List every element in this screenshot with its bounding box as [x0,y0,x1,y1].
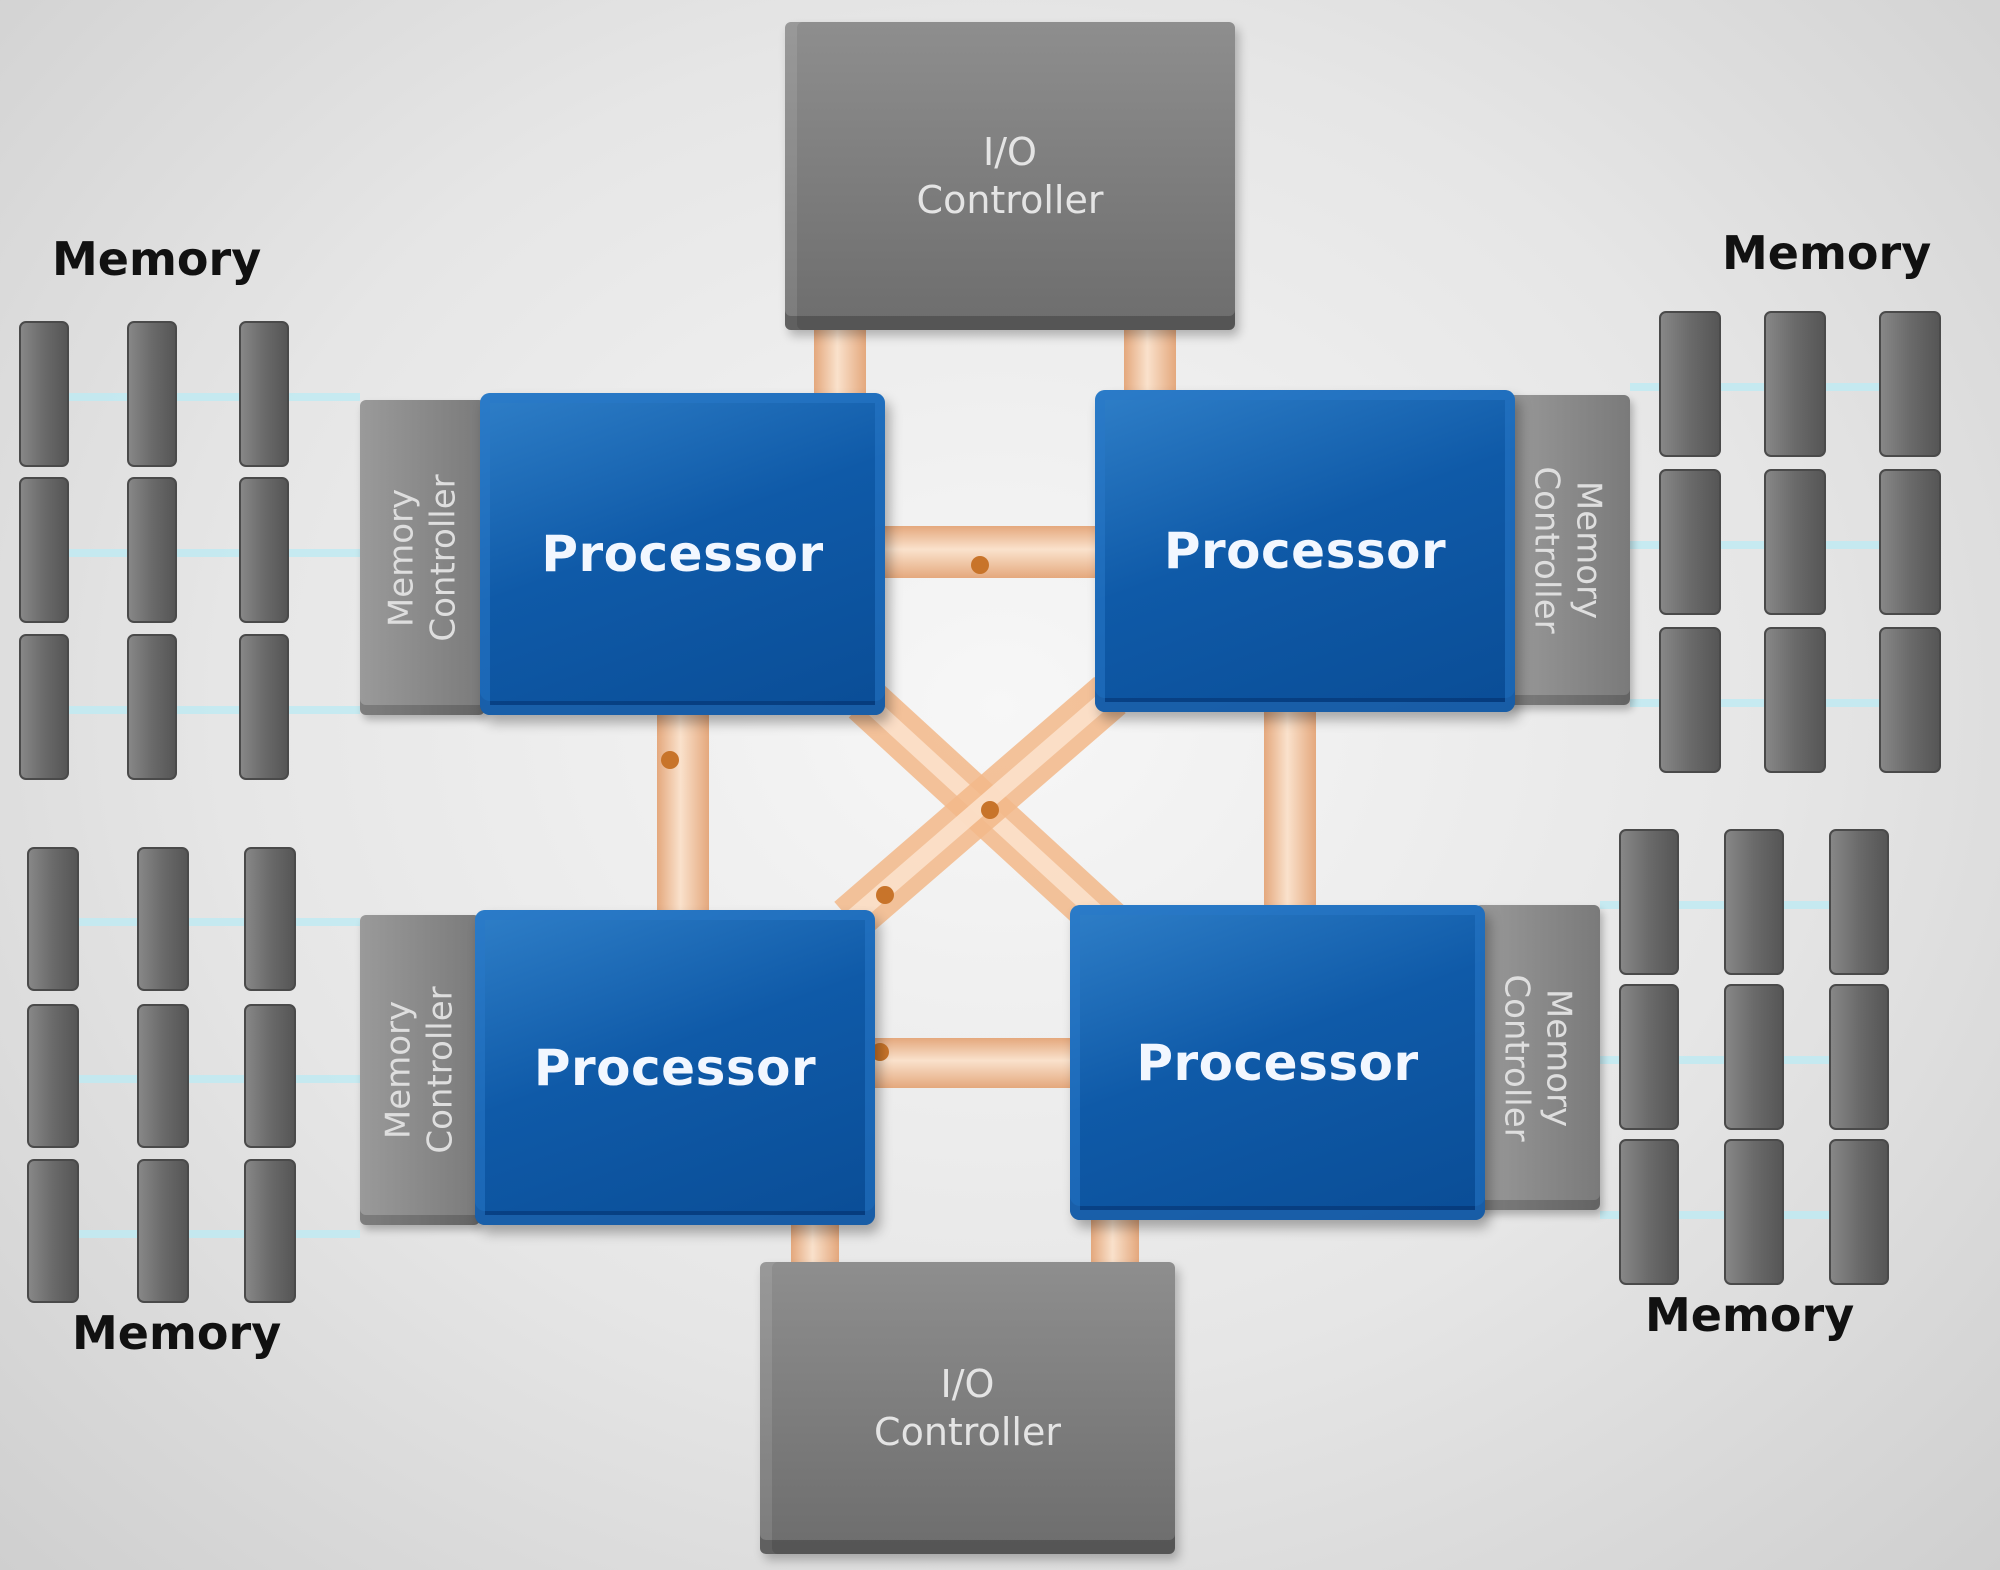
memory-controller-bottom-left-label: Memory Controller [379,986,461,1154]
dimm-module [1829,984,1889,1130]
memory-label-bottom-left: Memory [72,1306,282,1360]
memory-bank-bottom-left [27,847,360,1303]
io-controller-bottom-label-line1: I/O [940,1362,995,1406]
dimm-module [244,1159,296,1303]
io-controller-top-label-line2: Controller [916,178,1104,222]
processor-top-left-label: Processor [541,525,824,583]
pipe-proc-tr-to-br [1264,710,1316,910]
memory-controller-top-left: Memory Controller [360,400,485,715]
dimm-module [1764,311,1826,457]
pipe-io-top-to-proc-tl [814,325,866,400]
dimm-module [1829,1139,1889,1285]
memory-bus-link [28,1230,360,1238]
memory-bus-link [20,549,360,557]
dimm-module [27,1004,79,1148]
pipe-io-top-to-proc-tr [1124,325,1176,395]
packet-dot [981,801,999,819]
io-controller-top-label-line1: I/O [983,130,1037,174]
io-controller-top: I/O Controller [785,22,1235,330]
memory-bank-bottom-right [1600,829,1889,1285]
dimm-module [239,321,289,467]
dimm-module [1879,469,1941,615]
dimm-module [137,1159,189,1303]
dimm-module [1724,829,1784,975]
memory-modules [19,311,1941,1303]
dimm-module [1659,469,1721,615]
memory-bus-link [20,393,360,401]
dimm-module [1829,829,1889,975]
dimm-module [1619,829,1679,975]
dimm-module [1659,627,1721,773]
packet-dot [661,751,679,769]
memory-bank-top-left [19,321,360,780]
processor-bottom-right-label: Processor [1136,1033,1419,1092]
processor-top-right-label: Processor [1163,522,1447,580]
interconnect-pipes [657,325,1316,1270]
memory-bank-top-right [1630,311,1941,773]
pipe-proc-bl-to-br [870,1038,1075,1088]
pipe-io-bottom-to-proc-bl [791,1220,839,1270]
dimm-module [19,321,69,467]
pipe-io-bottom-to-proc-br [1091,1215,1139,1270]
dimm-module [27,1159,79,1303]
memory-controller-bottom-right: Memory Controller [1475,905,1600,1210]
dimm-module [1619,984,1679,1130]
dimm-module [19,634,69,780]
packet-dot [971,556,989,574]
dimm-module [1764,469,1826,615]
processor-bottom-left: Processor [475,910,875,1225]
memory-controller-bottom-right-label: Memory Controller [1496,973,1579,1142]
packet-dot [876,886,894,904]
dimm-module [239,477,289,623]
processor-top-left: Processor [480,393,885,715]
dimm-module [1724,984,1784,1130]
pipe-proc-tl-to-tr [880,526,1100,578]
dimm-module [27,847,79,991]
packet-dot [871,1043,889,1061]
dimm-module [1619,1139,1679,1285]
dimm-module [244,847,296,991]
dimm-module [127,321,177,467]
dimm-module [1724,1139,1784,1285]
pipe-proc-tl-to-bl [657,712,709,915]
memory-controller-top-right-label: Memory Controller [1526,466,1609,634]
dimm-module [244,1004,296,1148]
memory-label-top-right: Memory [1722,226,1932,280]
processor-top-right: Processor [1095,390,1515,712]
dimm-module [127,634,177,780]
memory-controller-bottom-left: Memory Controller [360,915,480,1225]
memory-bus-link [28,918,360,926]
memory-bus-link [20,706,360,714]
dimm-module [1879,627,1941,773]
dimm-module [127,477,177,623]
dimm-module [239,634,289,780]
dimm-module [1879,311,1941,457]
dimm-module [19,477,69,623]
dimm-module [1764,627,1826,773]
memory-controller-top-right: Memory Controller [1505,395,1630,705]
memory-label-top-left: Memory [52,232,262,286]
io-controller-bottom: I/O Controller [760,1262,1175,1554]
memory-label-bottom-right: Memory [1645,1288,1855,1342]
memory-bus-link [28,1075,360,1083]
processor-bottom-left-label: Processor [533,1038,817,1097]
dimm-module [1659,311,1721,457]
processor-bottom-right: Processor [1070,905,1485,1220]
dimm-module [137,847,189,991]
memory-controller-top-left-label: Memory Controller [381,473,464,642]
dimm-module [137,1004,189,1148]
io-controller-bottom-label-line2: Controller [874,1410,1061,1454]
